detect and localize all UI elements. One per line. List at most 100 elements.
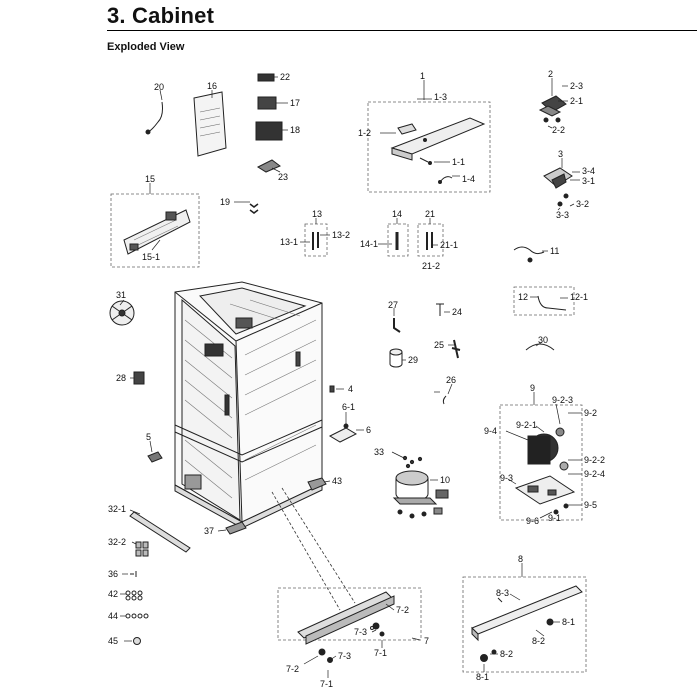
title-rule xyxy=(107,30,697,31)
label-4: 4 xyxy=(348,384,353,394)
label-20: 20 xyxy=(154,82,164,92)
label-13-2: 13-2 xyxy=(332,230,350,240)
label-6-1: 6-1 xyxy=(342,402,355,412)
label-7-1: 7-1 xyxy=(374,648,387,658)
label-6: 6 xyxy=(366,425,371,435)
label-8-1b: 8-1 xyxy=(476,672,489,682)
part-9-assembly xyxy=(514,427,576,515)
group-box-9 xyxy=(499,404,583,521)
label-8-3: 8-3 xyxy=(496,588,509,598)
label-26: 26 xyxy=(446,375,456,385)
label-1-1: 1-1 xyxy=(452,157,465,167)
label-36: 36 xyxy=(108,569,118,579)
label-7: 7 xyxy=(424,636,429,646)
label-19: 19 xyxy=(220,197,230,207)
label-9-2-4: 9-2-4 xyxy=(584,469,605,479)
group-box-1 xyxy=(367,101,491,193)
part-13 xyxy=(312,232,319,250)
part-25 xyxy=(451,339,461,359)
group-box-13 xyxy=(304,223,328,257)
part-3-hinge xyxy=(543,167,573,207)
label-8-1: 8-1 xyxy=(562,617,575,627)
label-14: 14 xyxy=(392,209,402,219)
label-9-2-3: 9-2-3 xyxy=(552,395,573,405)
part-12 xyxy=(537,295,567,311)
part-16-panel xyxy=(193,91,227,157)
label-5: 5 xyxy=(146,432,151,442)
part-30 xyxy=(525,343,555,351)
label-17: 17 xyxy=(290,98,300,108)
part-32-1 xyxy=(129,511,191,553)
cabinet-body xyxy=(174,281,323,529)
part-36 xyxy=(130,571,137,577)
part-45 xyxy=(133,637,141,645)
label-9-1: 9-1 xyxy=(548,513,561,523)
label-27: 27 xyxy=(388,300,398,310)
label-9-6: 9-6 xyxy=(526,516,539,526)
label-8-2b: 8-2 xyxy=(500,649,513,659)
label-9: 9 xyxy=(530,383,535,393)
label-12-1: 12-1 xyxy=(570,292,588,302)
part-18 xyxy=(255,121,283,141)
label-31: 31 xyxy=(116,290,126,300)
part-27 xyxy=(393,318,401,333)
label-43: 43 xyxy=(332,476,342,486)
part-21 xyxy=(426,232,433,250)
part-17 xyxy=(257,96,277,110)
label-44: 44 xyxy=(108,611,118,621)
part-44 xyxy=(125,613,149,619)
label-9-4: 9-4 xyxy=(484,426,497,436)
group-box-12 xyxy=(513,286,575,316)
label-1-4: 1-4 xyxy=(462,174,475,184)
part-10-compressor xyxy=(392,470,438,519)
part-5 xyxy=(147,451,163,463)
part-42 xyxy=(125,590,143,601)
label-45: 45 xyxy=(108,636,118,646)
label-21-1: 21-1 xyxy=(440,240,458,250)
label-2-3: 2-3 xyxy=(570,81,583,91)
label-7-2b: 7-2 xyxy=(286,664,299,674)
group-box-7 xyxy=(277,587,422,641)
label-8: 8 xyxy=(518,554,523,564)
label-29: 29 xyxy=(408,355,418,365)
part-23 xyxy=(256,159,281,173)
page-title: 3. Cabinet xyxy=(107,3,215,28)
label-22: 22 xyxy=(280,72,290,82)
part-2-hinge xyxy=(538,95,567,123)
part-11 xyxy=(513,246,545,255)
label-2-1: 2-1 xyxy=(570,96,583,106)
label-3-3: 3-3 xyxy=(556,210,569,220)
part-4 xyxy=(329,385,335,393)
part-33 xyxy=(402,455,423,469)
label-2: 2 xyxy=(548,69,553,79)
label-14-1: 14-1 xyxy=(360,239,378,249)
label-10: 10 xyxy=(440,475,450,485)
part-43 xyxy=(307,477,327,491)
group-box-21 xyxy=(417,223,444,257)
label-16: 16 xyxy=(207,81,217,91)
part-labels: 1 1-1 1-2 1-3 1-4 2 2-1 2-2 2-3 3 3-1 3-… xyxy=(108,69,605,689)
label-24: 24 xyxy=(452,307,462,317)
label-30: 30 xyxy=(538,335,548,345)
label-18: 18 xyxy=(290,125,300,135)
label-21-2: 21-2 xyxy=(422,261,440,271)
label-3-2: 3-2 xyxy=(576,199,589,209)
part-20-wire xyxy=(147,101,163,133)
label-15-1: 15-1 xyxy=(142,252,160,262)
label-7-2: 7-2 xyxy=(396,605,409,615)
part-7-assembly xyxy=(297,591,395,663)
label-9-2: 9-2 xyxy=(584,408,597,418)
part-24 xyxy=(436,303,444,316)
section-title: Exploded View xyxy=(107,41,185,53)
part-19 xyxy=(249,203,259,214)
label-3-1: 3-1 xyxy=(582,176,595,186)
label-23: 23 xyxy=(278,172,288,182)
label-7-3b: 7-3 xyxy=(338,651,351,661)
part-1-cover xyxy=(390,117,486,184)
label-9-2-1: 9-2-1 xyxy=(516,420,537,430)
part-37 xyxy=(225,521,247,535)
label-1-3: 1-3 xyxy=(434,92,447,102)
label-3: 3 xyxy=(558,149,563,159)
group-box-14 xyxy=(387,223,409,257)
